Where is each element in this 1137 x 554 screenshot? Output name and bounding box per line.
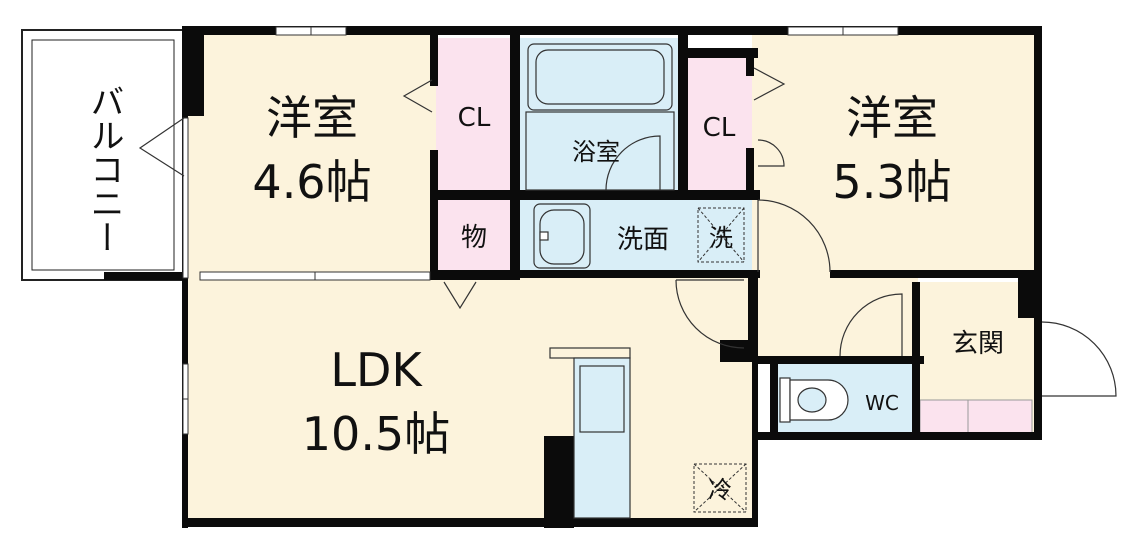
western-room-left[interactable]: [186, 32, 436, 278]
ldk-room[interactable]: [186, 278, 752, 524]
washroom-label: 洗面: [617, 225, 669, 255]
bathroom-label: 浴室: [572, 138, 620, 166]
ldk-name: LDK: [330, 343, 423, 397]
closet-right-label: CL: [703, 113, 736, 143]
closet-left-label: CL: [458, 103, 491, 133]
toilet-fixture: [779, 377, 849, 423]
western-right-name: 洋室: [846, 91, 938, 145]
washer-space: [697, 207, 745, 263]
western-left-size: 4.6帖: [252, 155, 371, 209]
hallway[interactable]: [752, 276, 918, 356]
balcony-area: [21, 29, 185, 281]
entrance-shoe-box: [919, 399, 1033, 435]
storage[interactable]: [436, 200, 510, 270]
toilet-label: WC: [865, 391, 899, 415]
sink: [533, 203, 591, 269]
fridge-space: [693, 463, 747, 513]
closet-left[interactable]: [436, 38, 510, 192]
western-right-size: 5.3帖: [832, 155, 951, 209]
storage-label: 物: [461, 223, 487, 253]
western-room-right[interactable]: [752, 32, 1034, 276]
fridge-label: 冷: [708, 476, 732, 504]
western-left-name: 洋室: [266, 91, 358, 145]
entrance-label: 玄関: [952, 329, 1004, 359]
bathtub: [525, 43, 675, 191]
kitchen-counter: [549, 347, 631, 519]
windows: [182, 26, 899, 435]
balcony-label: バルコニー: [84, 84, 124, 254]
washer-label: 洗: [709, 224, 733, 252]
ldk-size: 10.5帖: [302, 407, 450, 461]
closet-right[interactable]: [686, 58, 752, 192]
doors: [138, 67, 1117, 397]
